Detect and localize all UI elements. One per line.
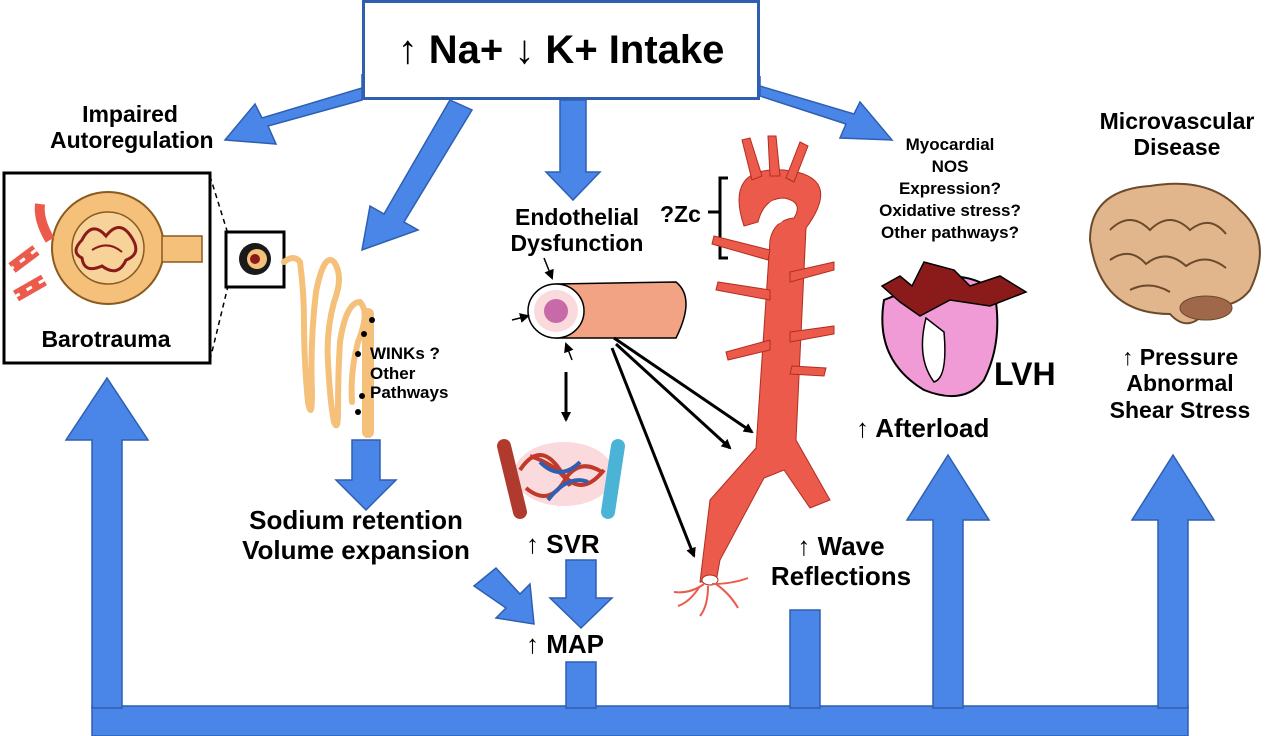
vessel-pointer-arrows — [511, 257, 574, 361]
sodium-label: Sodium retention Volume expansion — [226, 505, 486, 566]
micro-line-1: Microvascular — [1099, 108, 1255, 134]
intake-box: ↑ Na+ ↓ K+ Intake — [362, 0, 760, 100]
zc-bracket — [708, 176, 728, 260]
intake-arrows — [223, 74, 894, 630]
winks-line-2: Other — [370, 363, 416, 383]
heart-icon — [880, 261, 1028, 397]
map-label: ↑ MAP — [526, 629, 604, 659]
myocardial-label: Myocardial NOS Expression? Oxidative str… — [850, 134, 1050, 244]
sodium-line-1: Sodium retention — [249, 505, 463, 535]
barotrauma-label: Barotrauma — [41, 326, 171, 352]
svr-label: ↑ SVR — [526, 529, 600, 559]
pressure-line-2: Abnormal — [1126, 370, 1234, 397]
microvascular-label: Microvascular Disease — [1072, 108, 1280, 161]
endothelial-label: Endothelial Dysfunction — [494, 204, 660, 257]
pressure-label: ↑ Pressure Abnormal Shear Stress — [1090, 344, 1270, 423]
myo-line-5: Other pathways? — [881, 223, 1019, 243]
sodium-line-2: Volume expansion — [242, 534, 470, 565]
pressure-line-1: ↑ Pressure — [1121, 344, 1239, 370]
nephron-dots — [355, 317, 375, 415]
micro-line-2: Disease — [1133, 134, 1221, 161]
myo-line-3: Expression? — [898, 179, 1002, 199]
feedback-loop-arrows — [64, 376, 1216, 736]
wave-line-2: Reflections — [770, 560, 912, 591]
endo-line-1: Endothelial — [515, 204, 639, 230]
impaired-line-2: Autoregulation — [50, 127, 214, 154]
wave-label: ↑ Wave Reflections — [756, 531, 926, 592]
wave-line-1: ↑ Wave — [797, 531, 885, 561]
myo-line-4: Oxidative stress? — [879, 201, 1021, 221]
aorta-icon — [699, 135, 835, 583]
blood-vessel-icon — [527, 281, 687, 339]
winks-line-3: Pathways — [370, 383, 449, 403]
leg-capillaries — [673, 577, 749, 617]
aorta-arch-hole — [701, 200, 786, 586]
causal-arrows — [561, 336, 754, 558]
pressure-line-3: Shear Stress — [1109, 396, 1251, 423]
winks-label: WINKs ? Other Pathways — [370, 344, 448, 403]
capillary-bed-icon — [497, 439, 625, 519]
brain-icon — [1088, 182, 1261, 325]
intake-title: ↑ Na+ ↓ K+ Intake — [397, 27, 725, 72]
kidney-glomerulus-icon — [8, 191, 203, 305]
impaired-label: Impaired Autoregulation — [50, 101, 214, 154]
nephron-icon — [281, 255, 374, 438]
myo-line-2: NOS — [931, 157, 969, 177]
small-glomerulus-icon — [239, 243, 271, 275]
zc-label: ?Zc — [660, 201, 701, 227]
myo-line-1: Myocardial — [905, 135, 995, 154]
zoom-connector — [209, 175, 229, 361]
winks-line-1: WINKs ? — [370, 344, 440, 363]
impaired-line-1: Impaired — [82, 101, 178, 127]
endo-line-2: Dysfunction — [510, 230, 644, 257]
lvh-label: LVH — [994, 356, 1056, 392]
afterload-label: ↑ Afterload — [856, 413, 990, 443]
